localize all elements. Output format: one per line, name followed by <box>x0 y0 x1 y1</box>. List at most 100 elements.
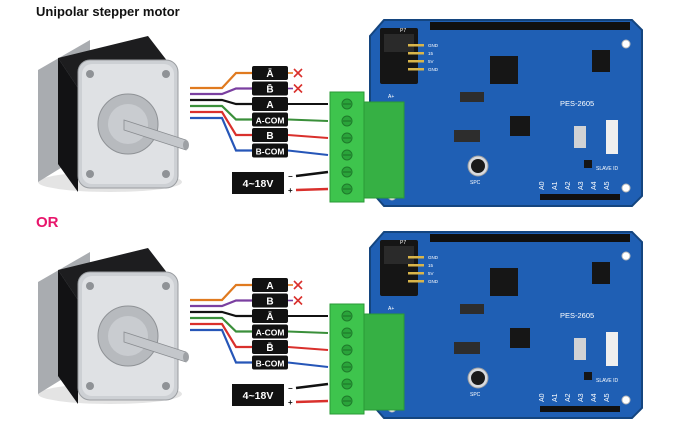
motor-screw-hole <box>86 382 94 390</box>
unconnected-mark <box>293 83 303 94</box>
wire-label-text: Ā <box>266 311 273 323</box>
motor-screw-hole <box>162 382 170 390</box>
power-wire-positive <box>295 399 329 404</box>
wire-label-text: A <box>266 100 273 111</box>
header-pin-label: GND <box>428 255 439 260</box>
wire-label-tag <box>252 81 288 96</box>
motor-screw-hole <box>86 282 94 290</box>
or-separator: OR <box>36 214 59 231</box>
unconnected-mark <box>293 295 303 306</box>
terminal-wire <box>287 118 329 122</box>
analog-pin-label: A0 <box>539 181 546 190</box>
slave-jumper <box>584 160 592 168</box>
terminal-wire <box>287 134 329 139</box>
terminal-wire <box>287 149 329 156</box>
terminal-wire <box>287 361 329 368</box>
analog-pin-label: A0 <box>539 393 546 402</box>
wire-label-tag <box>252 340 288 354</box>
capacitor-top <box>471 159 485 173</box>
power-minus-sign: − <box>288 384 293 393</box>
motor-wire <box>190 110 252 137</box>
header-pin <box>408 256 424 259</box>
slave-jumper <box>584 372 592 380</box>
wire-label-tag <box>252 355 288 370</box>
bottom-header-strip <box>540 406 620 412</box>
motor-wire <box>190 87 252 96</box>
analog-pin-label: A2 <box>565 181 572 190</box>
bottom-header-strip <box>540 194 620 200</box>
mounting-hole <box>621 251 631 261</box>
header-pin <box>408 68 424 71</box>
power-plus-sign: + <box>288 398 293 407</box>
analog-pin-label: A1 <box>552 181 559 190</box>
wire-label-tag <box>252 278 288 292</box>
motor-screw-hole <box>162 70 170 78</box>
wire-label-text: B <box>266 297 273 308</box>
terminal-plug <box>363 313 405 411</box>
analog-pin-label: A2 <box>565 393 572 402</box>
motor-wire <box>190 322 252 349</box>
left-header-slot <box>384 34 414 52</box>
slave-id-label: SLAVE ID <box>596 378 619 384</box>
header-pin <box>408 272 424 275</box>
terminal-block <box>329 91 365 203</box>
header-pin-label: GND <box>428 279 439 284</box>
header-pin-label: 15 <box>428 263 434 268</box>
power-plus-sign: + <box>288 186 293 195</box>
motor-wire <box>190 328 252 364</box>
terminal-plug <box>363 101 405 199</box>
top-header-strip <box>430 234 630 242</box>
analog-pin-label: A4 <box>591 393 598 402</box>
mcu-chip <box>490 268 518 296</box>
wire-label-text: B-COM <box>256 359 285 369</box>
header-pin-label: 5V <box>428 59 434 64</box>
power-wire-positive <box>295 187 329 192</box>
motor-body-band <box>58 270 78 404</box>
wire-label-text: B̄ <box>266 342 273 354</box>
header-pin <box>408 52 424 55</box>
capacitor-label: SPC <box>470 392 481 398</box>
analog-pin-label: A3 <box>578 393 585 402</box>
power-label: 4~18V <box>243 390 274 402</box>
regulator <box>574 338 586 360</box>
terminal-pin-label: A+ <box>388 94 394 100</box>
wire-label-text: B <box>266 131 273 142</box>
board-model-label: PES-2605 <box>560 99 594 108</box>
side-connector <box>606 332 618 366</box>
wire-label-tag <box>252 112 288 127</box>
mcu-chip <box>490 56 518 84</box>
unconnected-mark <box>293 68 303 78</box>
motor-wire <box>190 116 252 152</box>
diagram-title: Unipolar stepper motor <box>36 4 180 19</box>
header-pin-label: GND <box>428 67 439 72</box>
capacitor-top <box>471 371 485 385</box>
motor-screw-hole <box>86 170 94 178</box>
mounting-hole <box>621 395 631 405</box>
wire-label-tag <box>252 66 288 80</box>
motor-wire <box>190 310 252 318</box>
header-pin-label: 15 <box>428 51 434 56</box>
header-pin <box>408 60 424 63</box>
regulator <box>574 126 586 148</box>
terminal-wire <box>287 330 329 334</box>
mounting-hole <box>621 183 631 193</box>
analog-pin-label: A1 <box>552 393 559 402</box>
wire-label-text: B̄ <box>266 83 273 95</box>
wiring-section: ĀB̄AA-COMBB-COM4~18V−+P7GND155VGNDA+A-B+… <box>38 19 643 207</box>
header-label: P7 <box>400 240 406 246</box>
power-label: 4~18V <box>243 178 274 190</box>
smd-component <box>454 130 480 142</box>
power-wire-negative <box>295 382 329 390</box>
wiring-section: ABĀA-COMB̄B-COM4~18V−+P7GND155VGNDA+A-B+… <box>38 231 643 419</box>
smd-component <box>454 342 480 354</box>
motor-wire <box>190 98 252 106</box>
unconnected-mark <box>293 280 303 290</box>
analog-pin-label: A4 <box>591 181 598 190</box>
slave-id-label: SLAVE ID <box>596 166 619 172</box>
wire-label-text: Ā <box>266 68 273 80</box>
smd-component <box>460 304 484 314</box>
wire-label-tag <box>252 293 288 308</box>
terminal-wire <box>287 346 329 351</box>
left-header-slot <box>384 246 414 264</box>
motor-shaft-tip <box>183 352 189 362</box>
